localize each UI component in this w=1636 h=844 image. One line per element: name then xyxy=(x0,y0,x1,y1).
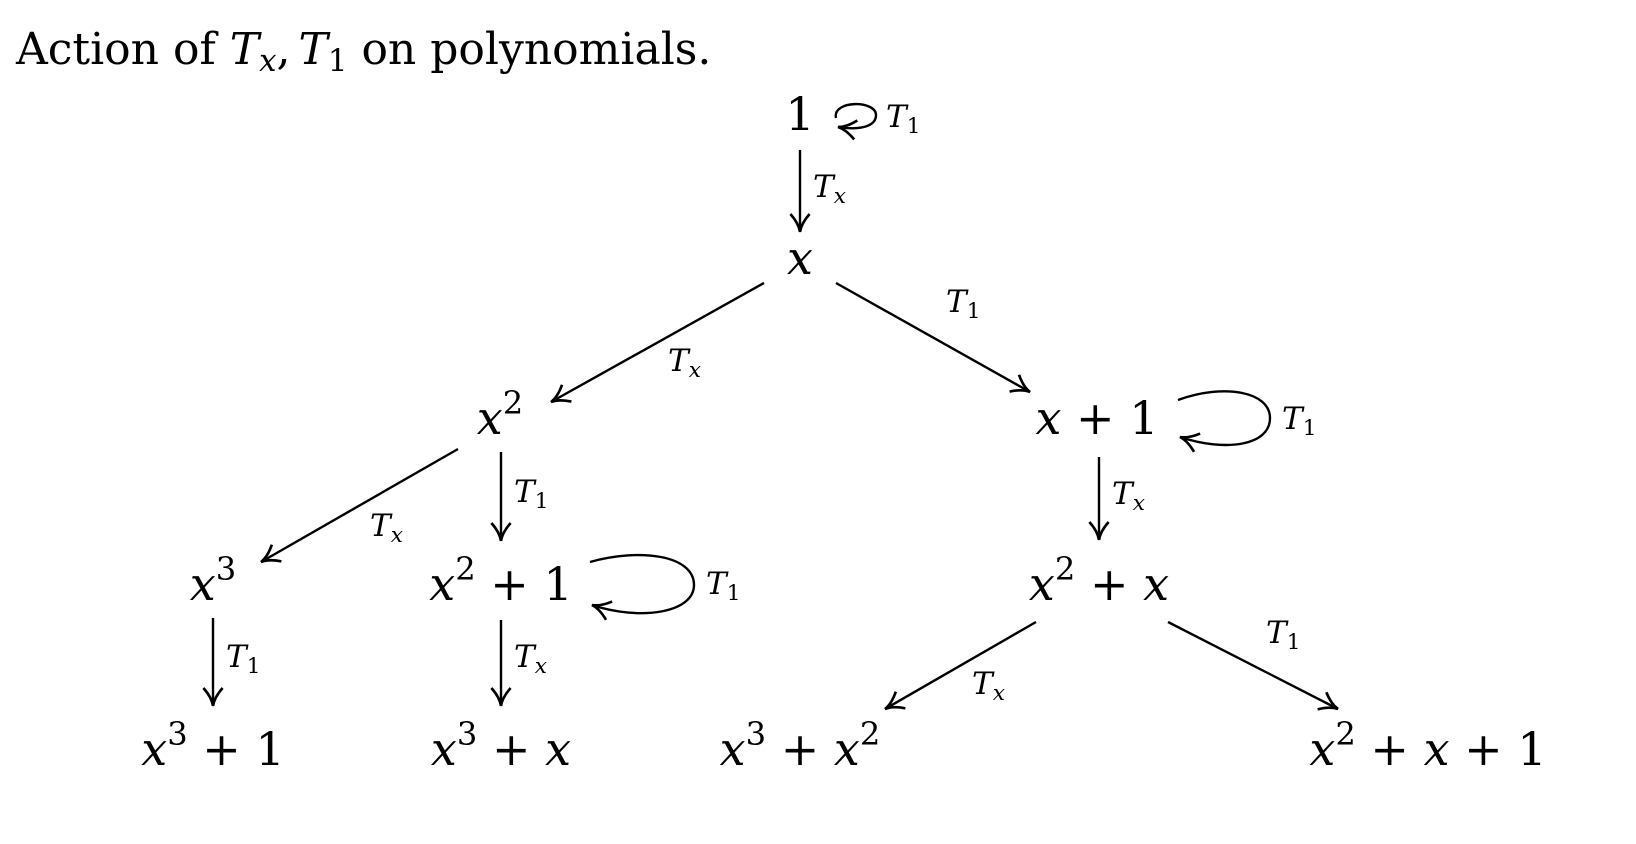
label-loop-x-plus-1: T1 xyxy=(1282,401,1317,441)
label-edge-x-to-x-squared: Tx xyxy=(668,343,701,383)
label-edge-x-cubed-to-x-cubed-plus-1: T1 xyxy=(226,639,261,679)
node-x-squared-plus-1: x2 + 1 xyxy=(429,550,573,611)
node-x-squared-plus-x: x2 + x xyxy=(1029,550,1169,611)
label-edge-x-to-x-plus-1: T1 xyxy=(946,284,981,324)
edge-x-squared-to-x-cubed xyxy=(260,447,459,564)
label-edge-x-squared-to-x-cubed: Tx xyxy=(370,508,403,548)
node-1: 1 xyxy=(785,87,814,141)
caption: Action of Tx,T1 on polynomials. xyxy=(15,24,711,79)
node-x-cubed-plus-1: x3 + 1 xyxy=(141,715,285,776)
label-edge-1-to-x: Tx xyxy=(813,169,846,209)
edge-x-to-x-squared xyxy=(550,281,765,404)
node-x-cubed-plus-x-squared: x3 + x2 xyxy=(720,715,881,776)
node-x-plus-1: x + 1 xyxy=(1035,391,1158,445)
edge-x-squared-plus-x-to-x-squared-plus-x-plus-1 xyxy=(1167,620,1339,711)
edge-x-to-x-plus-1 xyxy=(835,281,1031,394)
node-x-squared-plus-x-plus-1: x2 + x + 1 xyxy=(1309,715,1546,776)
label-edge-x-squared-to-x-squared-plus-1: T1 xyxy=(514,474,549,514)
label-edge-x-squared-plus-x-to-x-cubed-plus-x-squared: Tx xyxy=(972,666,1005,706)
label-edge-x-squared-plus-1-to-x-cubed-plus-x: Tx xyxy=(514,639,547,679)
edge-x-squared-plus-x-to-x-cubed-plus-x-squared xyxy=(884,620,1037,711)
node-x-cubed-plus-x: x3 + x xyxy=(431,715,571,776)
node-x-squared: x2 xyxy=(477,384,523,445)
loop-x-squared-plus-1 xyxy=(589,553,696,621)
node-x: x xyxy=(787,231,813,285)
label-loop-1: T1 xyxy=(886,99,921,139)
loop-x-plus-1 xyxy=(1177,390,1272,453)
node-x-cubed: x3 xyxy=(190,550,236,611)
loop-1 xyxy=(834,102,878,141)
label-edge-x-squared-plus-x-to-x-squared-plus-x-plus-1: T1 xyxy=(1266,615,1301,655)
label-loop-x-squared-plus-1: T1 xyxy=(706,566,741,606)
label-edge-x-plus-1-to-x-squared-plus-x: Tx xyxy=(1112,476,1145,516)
